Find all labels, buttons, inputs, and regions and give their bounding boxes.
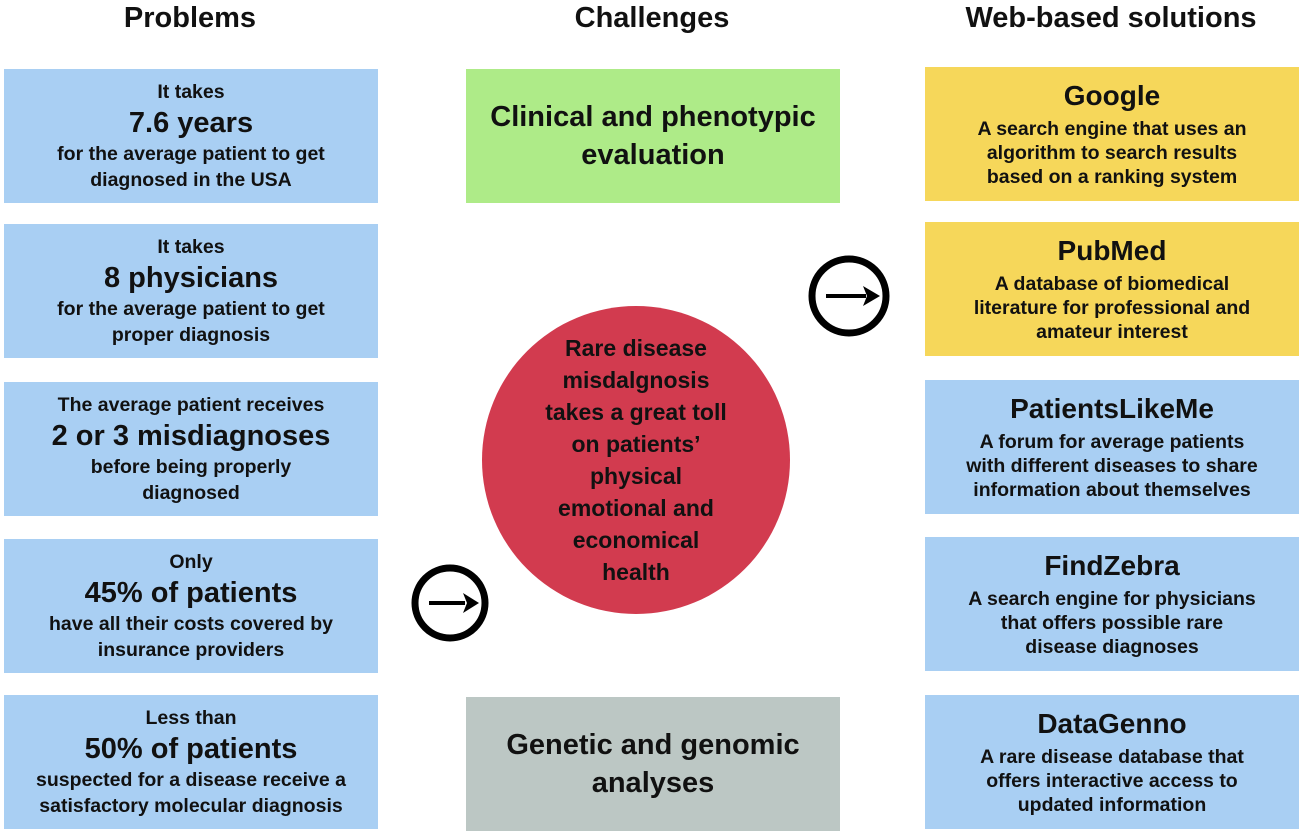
circle-text: Rare disease	[565, 335, 707, 361]
problem-highlight: 50% of patients	[84, 733, 298, 765]
arrow-circle-icon	[411, 564, 489, 642]
problem-pre: The average patient receives	[57, 394, 325, 416]
solution-name: DataGenno	[1037, 708, 1187, 739]
problem-detail: have all their costs covered by	[49, 613, 333, 635]
problem-detail: satisfactory molecular diagnosis	[39, 795, 343, 817]
challenge-text: evaluation	[581, 139, 725, 171]
challenge-text: analyses	[591, 767, 715, 799]
solution-desc: information about themselves	[973, 479, 1251, 501]
solution-desc: that offers possible rare	[1000, 612, 1224, 634]
solutions-header: Web-based solutions	[965, 2, 1257, 34]
solution-desc: offers interactive access to	[986, 770, 1238, 792]
challenge-genetic-box: Genetic and genomic analyses	[466, 697, 840, 831]
circle-text: on patients’	[571, 431, 701, 457]
circle-text: health	[602, 559, 670, 585]
solution-patientslikeme: PatientsLikeMe A forum for average patie…	[925, 380, 1299, 514]
problems-header: Problems	[123, 2, 257, 34]
center-circle: Rare disease misdalgnosis takes a great …	[482, 306, 790, 614]
problem-highlight: 2 or 3 misdiagnoses	[51, 420, 331, 452]
problem-pre: Only	[169, 551, 213, 573]
solution-desc: amateur interest	[1036, 321, 1188, 343]
problem-highlight: 7.6 years	[128, 107, 254, 139]
solution-desc: A rare disease database that	[980, 746, 1244, 768]
problem-box: The average patient receives 2 or 3 misd…	[4, 382, 378, 516]
solution-desc: algorithm to search results	[986, 142, 1238, 164]
solution-findzebra: FindZebra A search engine for physicians…	[925, 537, 1299, 671]
circle-text: takes a great toll	[545, 399, 727, 425]
problem-detail: for the average patient to get	[57, 143, 325, 165]
solution-desc: with different diseases to share	[966, 455, 1258, 477]
problem-detail: proper diagnosis	[111, 324, 271, 346]
circle-text: economical	[572, 527, 700, 553]
problem-highlight: 8 physicians	[103, 262, 279, 294]
problem-pre: It takes	[157, 236, 225, 258]
solution-desc: A search engine for physicians	[968, 588, 1256, 610]
solution-desc: A database of biomedical	[994, 273, 1230, 295]
problem-detail: diagnosed in the USA	[90, 169, 292, 191]
solution-google: Google A search engine that uses an algo…	[925, 67, 1299, 201]
solution-desc: updated information	[1017, 794, 1207, 816]
problem-detail: suspected for a disease receive a	[35, 769, 346, 791]
challenge-text: Clinical and phenotypic	[490, 101, 816, 133]
circle-text: emotional and	[558, 495, 714, 521]
problem-box: It takes 7.6 years for the average patie…	[4, 69, 378, 203]
problem-highlight: 45% of patients	[84, 577, 298, 609]
problem-pre: Less than	[145, 707, 237, 729]
problem-pre: It takes	[157, 81, 225, 103]
solution-name: PubMed	[1057, 235, 1167, 266]
circle-text: misdalgnosis	[562, 367, 710, 393]
solution-desc: disease diagnoses	[1025, 636, 1199, 658]
solution-desc: A search engine that uses an	[977, 118, 1247, 140]
solution-desc: A forum for average patients	[979, 431, 1245, 453]
solution-name: PatientsLikeMe	[1010, 393, 1214, 424]
solution-desc: literature for professional and	[973, 297, 1251, 319]
problem-box: It takes 8 physicians for the average pa…	[4, 224, 378, 358]
arrow-circle-icon	[808, 255, 890, 337]
challenge-clinical-box: Clinical and phenotypic evaluation	[466, 69, 840, 203]
problem-detail: diagnosed	[142, 482, 240, 504]
challenges-header: Challenges	[574, 2, 730, 34]
problem-detail: before being properly	[90, 456, 292, 478]
solution-pubmed: PubMed A database of biomedical literatu…	[925, 222, 1299, 356]
circle-text: physical	[589, 463, 683, 489]
challenge-text: Genetic and genomic	[506, 729, 800, 761]
solution-name: Google	[1063, 80, 1161, 111]
problem-detail: insurance providers	[97, 639, 285, 661]
problem-detail: for the average patient to get	[57, 298, 325, 320]
solution-desc: based on a ranking system	[986, 166, 1238, 188]
problem-box: Less than 50% of patients suspected for …	[4, 695, 378, 829]
solution-name: FindZebra	[1044, 550, 1180, 581]
problem-box: Only 45% of patients have all their cost…	[4, 539, 378, 673]
solution-datagenno: DataGenno A rare disease database that o…	[925, 695, 1299, 829]
